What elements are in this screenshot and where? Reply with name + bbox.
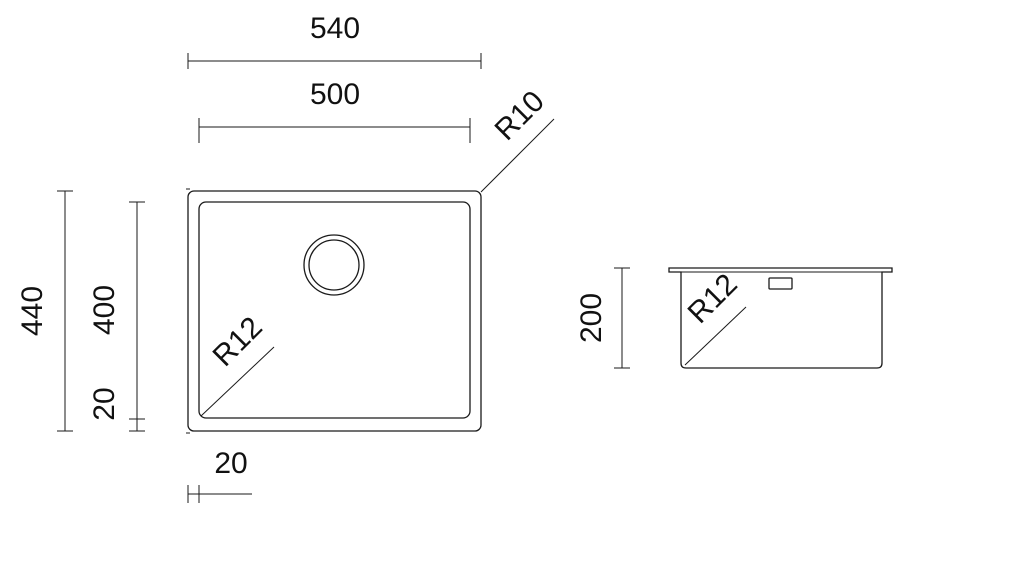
radius-label-r12-top: R12 — [207, 311, 269, 373]
dimension-540: 540 — [187, 12, 482, 69]
dim-label-540: 540 — [310, 12, 360, 45]
drain-outer-ring — [303, 234, 365, 296]
dim-label-440: 440 — [16, 286, 49, 336]
leader-r10 — [480, 118, 555, 193]
radius-label-r12-side: R12 — [682, 268, 744, 330]
top-view — [186, 188, 482, 434]
dimension-200: 200 — [575, 267, 630, 369]
dim-label-20-vertical: 20 — [88, 387, 121, 420]
radius-r10-callout: R10 — [480, 85, 555, 193]
leader-r12-side — [684, 306, 747, 366]
dim-label-200: 200 — [575, 293, 608, 343]
overflow-slot — [768, 277, 793, 290]
dim-label-500: 500 — [310, 78, 360, 111]
dim-label-400: 400 — [88, 285, 121, 335]
dimension-440: 440 — [16, 190, 73, 432]
dimension-500: 500 — [198, 78, 471, 143]
dim-label-20-horizontal: 20 — [214, 447, 247, 480]
inner-basin-outline — [198, 201, 471, 419]
drain-inner-ring — [308, 239, 360, 291]
radius-r12-top-callout: R12 — [200, 311, 275, 417]
radius-label-r10: R10 — [489, 85, 551, 147]
side-view: R12 — [668, 267, 893, 369]
side-profile-outline — [668, 267, 893, 369]
dimension-20-horizontal: 20 — [187, 447, 252, 503]
leader-r12-top — [200, 346, 275, 417]
dimension-400: 400 20 — [88, 201, 145, 432]
outer-rim-outline — [187, 190, 482, 432]
